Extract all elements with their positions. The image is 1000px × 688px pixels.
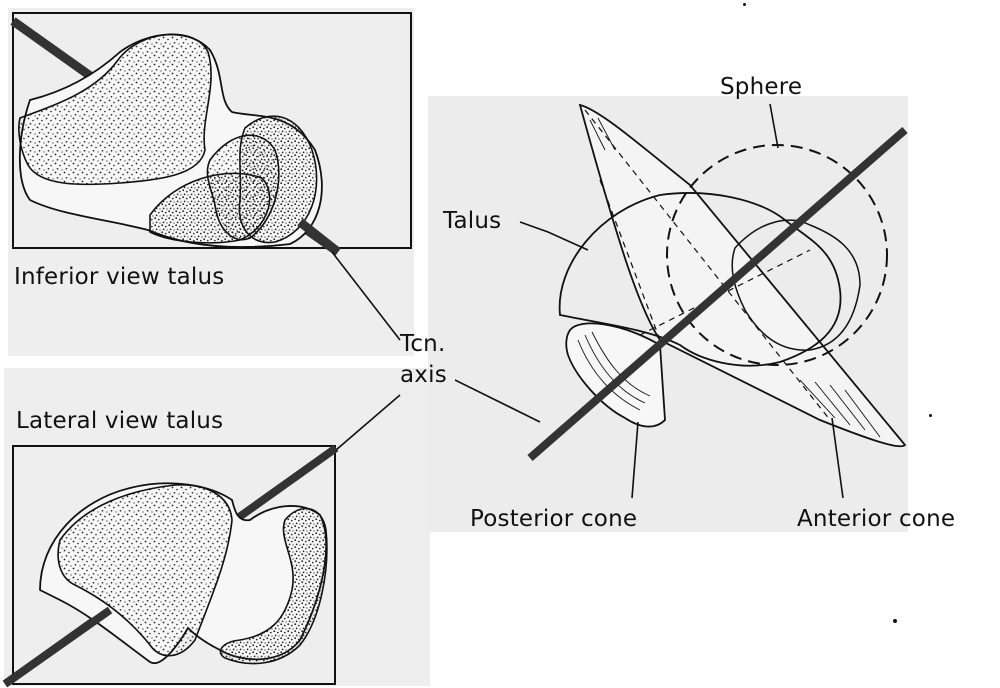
posterior-cone-label: Posterior cone (470, 508, 637, 531)
stray-dot (929, 414, 932, 417)
anterior-cone-label: Anterior cone (797, 508, 955, 531)
stray-dot (743, 3, 746, 6)
axis-label-line1: Tcn. (400, 333, 445, 356)
sphere-label: Sphere (720, 76, 802, 99)
talus-label: Talus (443, 210, 501, 233)
inferior-view-label: Inferior view talus (14, 266, 224, 289)
axis-label-line2: axis (400, 364, 447, 387)
stray-dot (893, 619, 897, 623)
lateral-view-label: Lateral view talus (16, 410, 223, 433)
